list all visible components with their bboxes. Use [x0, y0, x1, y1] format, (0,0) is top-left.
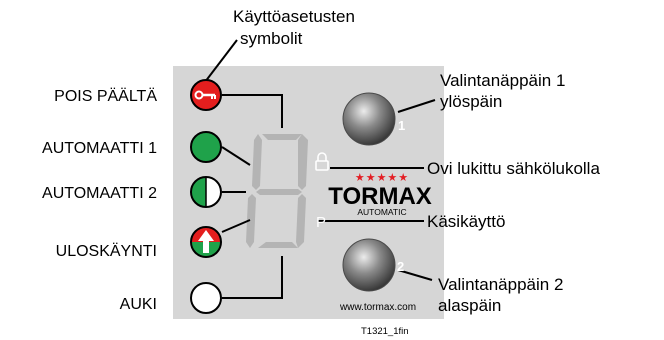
- connector-lines: [204, 39, 436, 299]
- button2-caption-line2: alaspäin: [438, 296, 501, 315]
- website-text: www.tormax.com: [339, 302, 416, 313]
- half-green-circle-icon: [190, 176, 222, 208]
- selector-button-2[interactable]: [342, 238, 396, 292]
- symbols-caption-line1: Käyttöasetusten: [233, 7, 355, 26]
- segment-g: [256, 189, 302, 195]
- exit-arrow-icon: [190, 226, 222, 258]
- manual-caption: Käsikäyttö: [427, 212, 505, 231]
- lock-icon: [315, 152, 329, 171]
- selector-button-1[interactable]: [342, 92, 396, 146]
- segment-c: [296, 194, 306, 248]
- button1-caption-line1: Valintanäppäin 1: [440, 71, 565, 90]
- full-green-circle-icon: [190, 131, 222, 163]
- button-1-number: 1: [398, 118, 405, 133]
- symbols-caption-line2: symbolit: [240, 29, 303, 48]
- button2-caption-line1: Valintanäppäin 2: [438, 275, 563, 294]
- brand-logo: TORMAX: [328, 183, 432, 210]
- mode-label-open: AUKI: [120, 296, 157, 313]
- seven-segment-display: [246, 134, 308, 248]
- segment-f: [252, 134, 262, 190]
- mode-label-exit: ULOSKÄYNTI: [56, 242, 157, 260]
- brand-stars: ★★★★★: [355, 172, 409, 184]
- lock-caption: Ovi lukittu sähkölukolla: [427, 159, 600, 178]
- segment-e: [246, 194, 256, 248]
- mode-label-off: POIS PÄÄLTÄ: [54, 87, 157, 105]
- figure-code: T1321_1fin: [361, 326, 409, 337]
- key-icon: [190, 79, 222, 111]
- button1-caption-line2: ylöspäin: [440, 92, 502, 111]
- segment-b: [298, 134, 308, 190]
- mode-label-automatic-1: AUTOMAATTI 1: [42, 140, 157, 157]
- mode-label-automatic-2: AUTOMAATTI 2: [42, 185, 157, 202]
- button-2-number: 2: [397, 259, 404, 274]
- empty-circle-icon: [190, 282, 222, 314]
- brand-subtitle: AUTOMATIC: [357, 207, 406, 217]
- segment-d: [258, 242, 298, 248]
- manual-indicator: P: [316, 214, 326, 231]
- segment-a: [262, 134, 302, 140]
